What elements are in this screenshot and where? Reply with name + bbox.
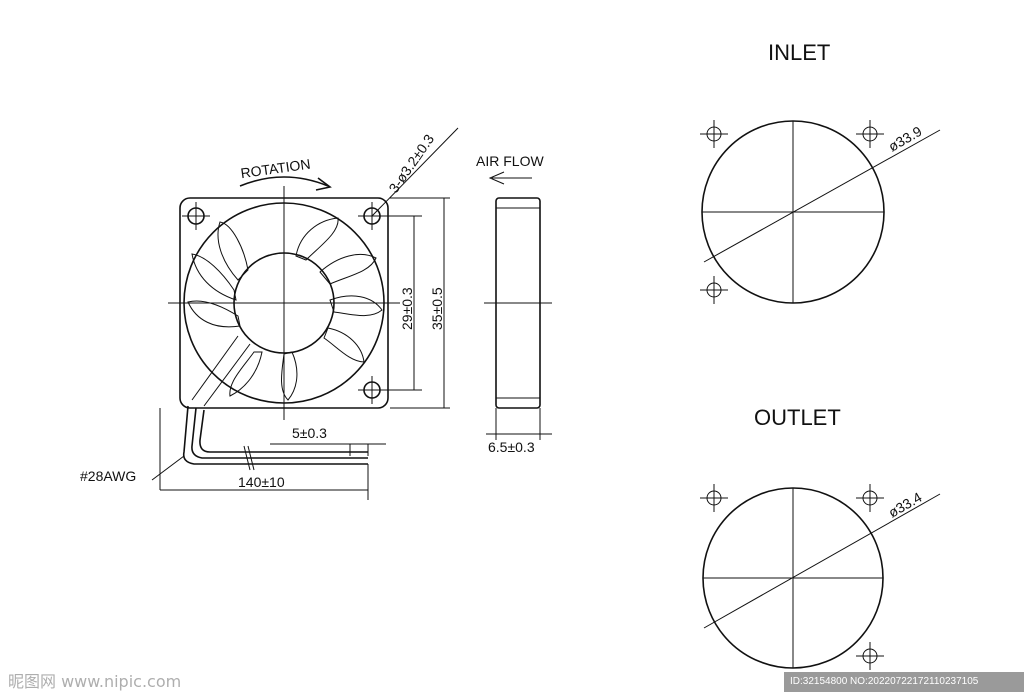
dim-frame-size: 35±0.5: [429, 287, 445, 330]
airflow-label: AIR FLOW: [476, 153, 544, 169]
watermark-id: ID:32154800 NO:20220722172110237105: [784, 672, 1024, 692]
dim-thickness: 6.5±0.3: [488, 439, 535, 455]
center-lines: [168, 186, 400, 420]
wire-3: [199, 409, 368, 453]
dim-strip-lines: [270, 443, 386, 456]
wire-2: [191, 407, 368, 459]
inlet-title: INLET: [768, 40, 830, 65]
airflow-arrow-head: [488, 171, 505, 185]
outlet-mount-marks: [700, 484, 884, 670]
fan-blades: [187, 217, 383, 401]
fan-side-view: 6.5±0.3 AIR FLOW: [476, 153, 552, 455]
outlet-title: OUTLET: [754, 405, 841, 430]
wire-gauge-label: #28AWG: [80, 468, 136, 484]
gauge-leader: [151, 455, 185, 481]
inlet-diameter-leader: [703, 129, 941, 263]
side-view-lines: [484, 207, 552, 399]
dim-length-lines: [159, 408, 369, 500]
rotation-arrow: [239, 176, 329, 187]
dim-wire-length: 140±10: [238, 474, 285, 490]
outlet-diameter-leader: [703, 493, 941, 629]
wire-channel: [191, 335, 251, 407]
inlet-view: INLET ø33.9: [700, 40, 941, 304]
wire-1: [182, 405, 368, 465]
hole-size-label: 3-ø3.2±0.3: [385, 131, 437, 196]
fan-wires: 5±0.3 140±10 #28AWG: [80, 405, 386, 500]
outlet-view: OUTLET ø33.4: [700, 405, 941, 670]
dim-35-lines: [390, 197, 450, 409]
fan-front-view: ROTATION 3-ø3.2±0.3 29±0.3 35±0.5: [168, 127, 459, 420]
dim-wire-strip: 5±0.3: [292, 425, 327, 441]
wire-break-mark: [243, 445, 255, 471]
dim-hole-spacing: 29±0.3: [399, 287, 415, 330]
outlet-diameter-label: ø33.4: [886, 489, 925, 521]
dim-29-lines: [380, 215, 422, 391]
watermark-logo: 昵图网 www.nipic.com: [8, 672, 182, 691]
inlet-mount-marks: [700, 120, 884, 304]
dim-thickness-lines: [486, 408, 552, 440]
hole-leader-line: [371, 127, 459, 217]
rotation-arrow-head: [315, 177, 332, 191]
